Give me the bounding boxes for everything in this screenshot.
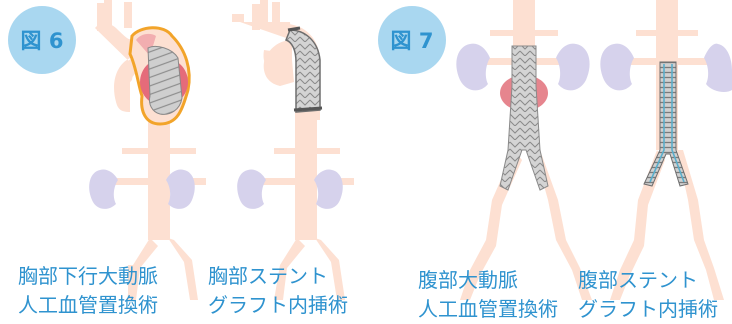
caption-line-2: 人工血管置換術 <box>418 297 558 321</box>
stent-top-ring <box>287 26 301 32</box>
stent-graft <box>285 29 321 113</box>
panel-abdominal-graft-replacement <box>456 0 592 300</box>
caption-line-1: 胸部下行大動脈 <box>18 264 158 288</box>
caption-line-1: 腹部大動脈 <box>418 268 518 292</box>
kidneys <box>600 43 732 92</box>
panel-thoracic-stent-graft <box>232 0 354 300</box>
caption-thoracic-stent-graft: 胸部ステント グラフト内挿術 <box>208 262 348 320</box>
caption-line-2: グラフト内挿術 <box>578 297 718 321</box>
kidneys <box>237 169 343 209</box>
stent-bottom-ring <box>293 106 323 112</box>
artificial-graft <box>499 45 549 191</box>
kidneys <box>89 169 195 209</box>
figure-6-badge: 図 6 <box>8 6 76 74</box>
caption-line-2: グラフト内挿術 <box>208 293 348 317</box>
artificial-graft <box>147 45 183 115</box>
caption-line-1: 胸部ステント <box>208 264 328 288</box>
caption-abdominal-graft-replacement: 腹部大動脈 人工血管置換術 <box>418 266 558 324</box>
caption-line-1: 腹部ステント <box>578 268 698 292</box>
figure-7-badge: 図 7 <box>378 6 446 74</box>
caption-thoracic-graft-replacement: 胸部下行大動脈 人工血管置換術 <box>18 262 158 320</box>
stent-graft <box>643 61 689 187</box>
stent-wire-lines <box>649 64 685 183</box>
caption-abdominal-stent-graft: 腹部ステント グラフト内挿術 <box>578 266 718 324</box>
caption-line-2: 人工血管置換術 <box>18 293 158 317</box>
graft-replacement-highlight <box>128 26 191 126</box>
panel-thoracic-graft-replacement <box>89 0 206 300</box>
panel-abdominal-stent-graft <box>600 0 732 300</box>
kidneys <box>456 43 590 91</box>
